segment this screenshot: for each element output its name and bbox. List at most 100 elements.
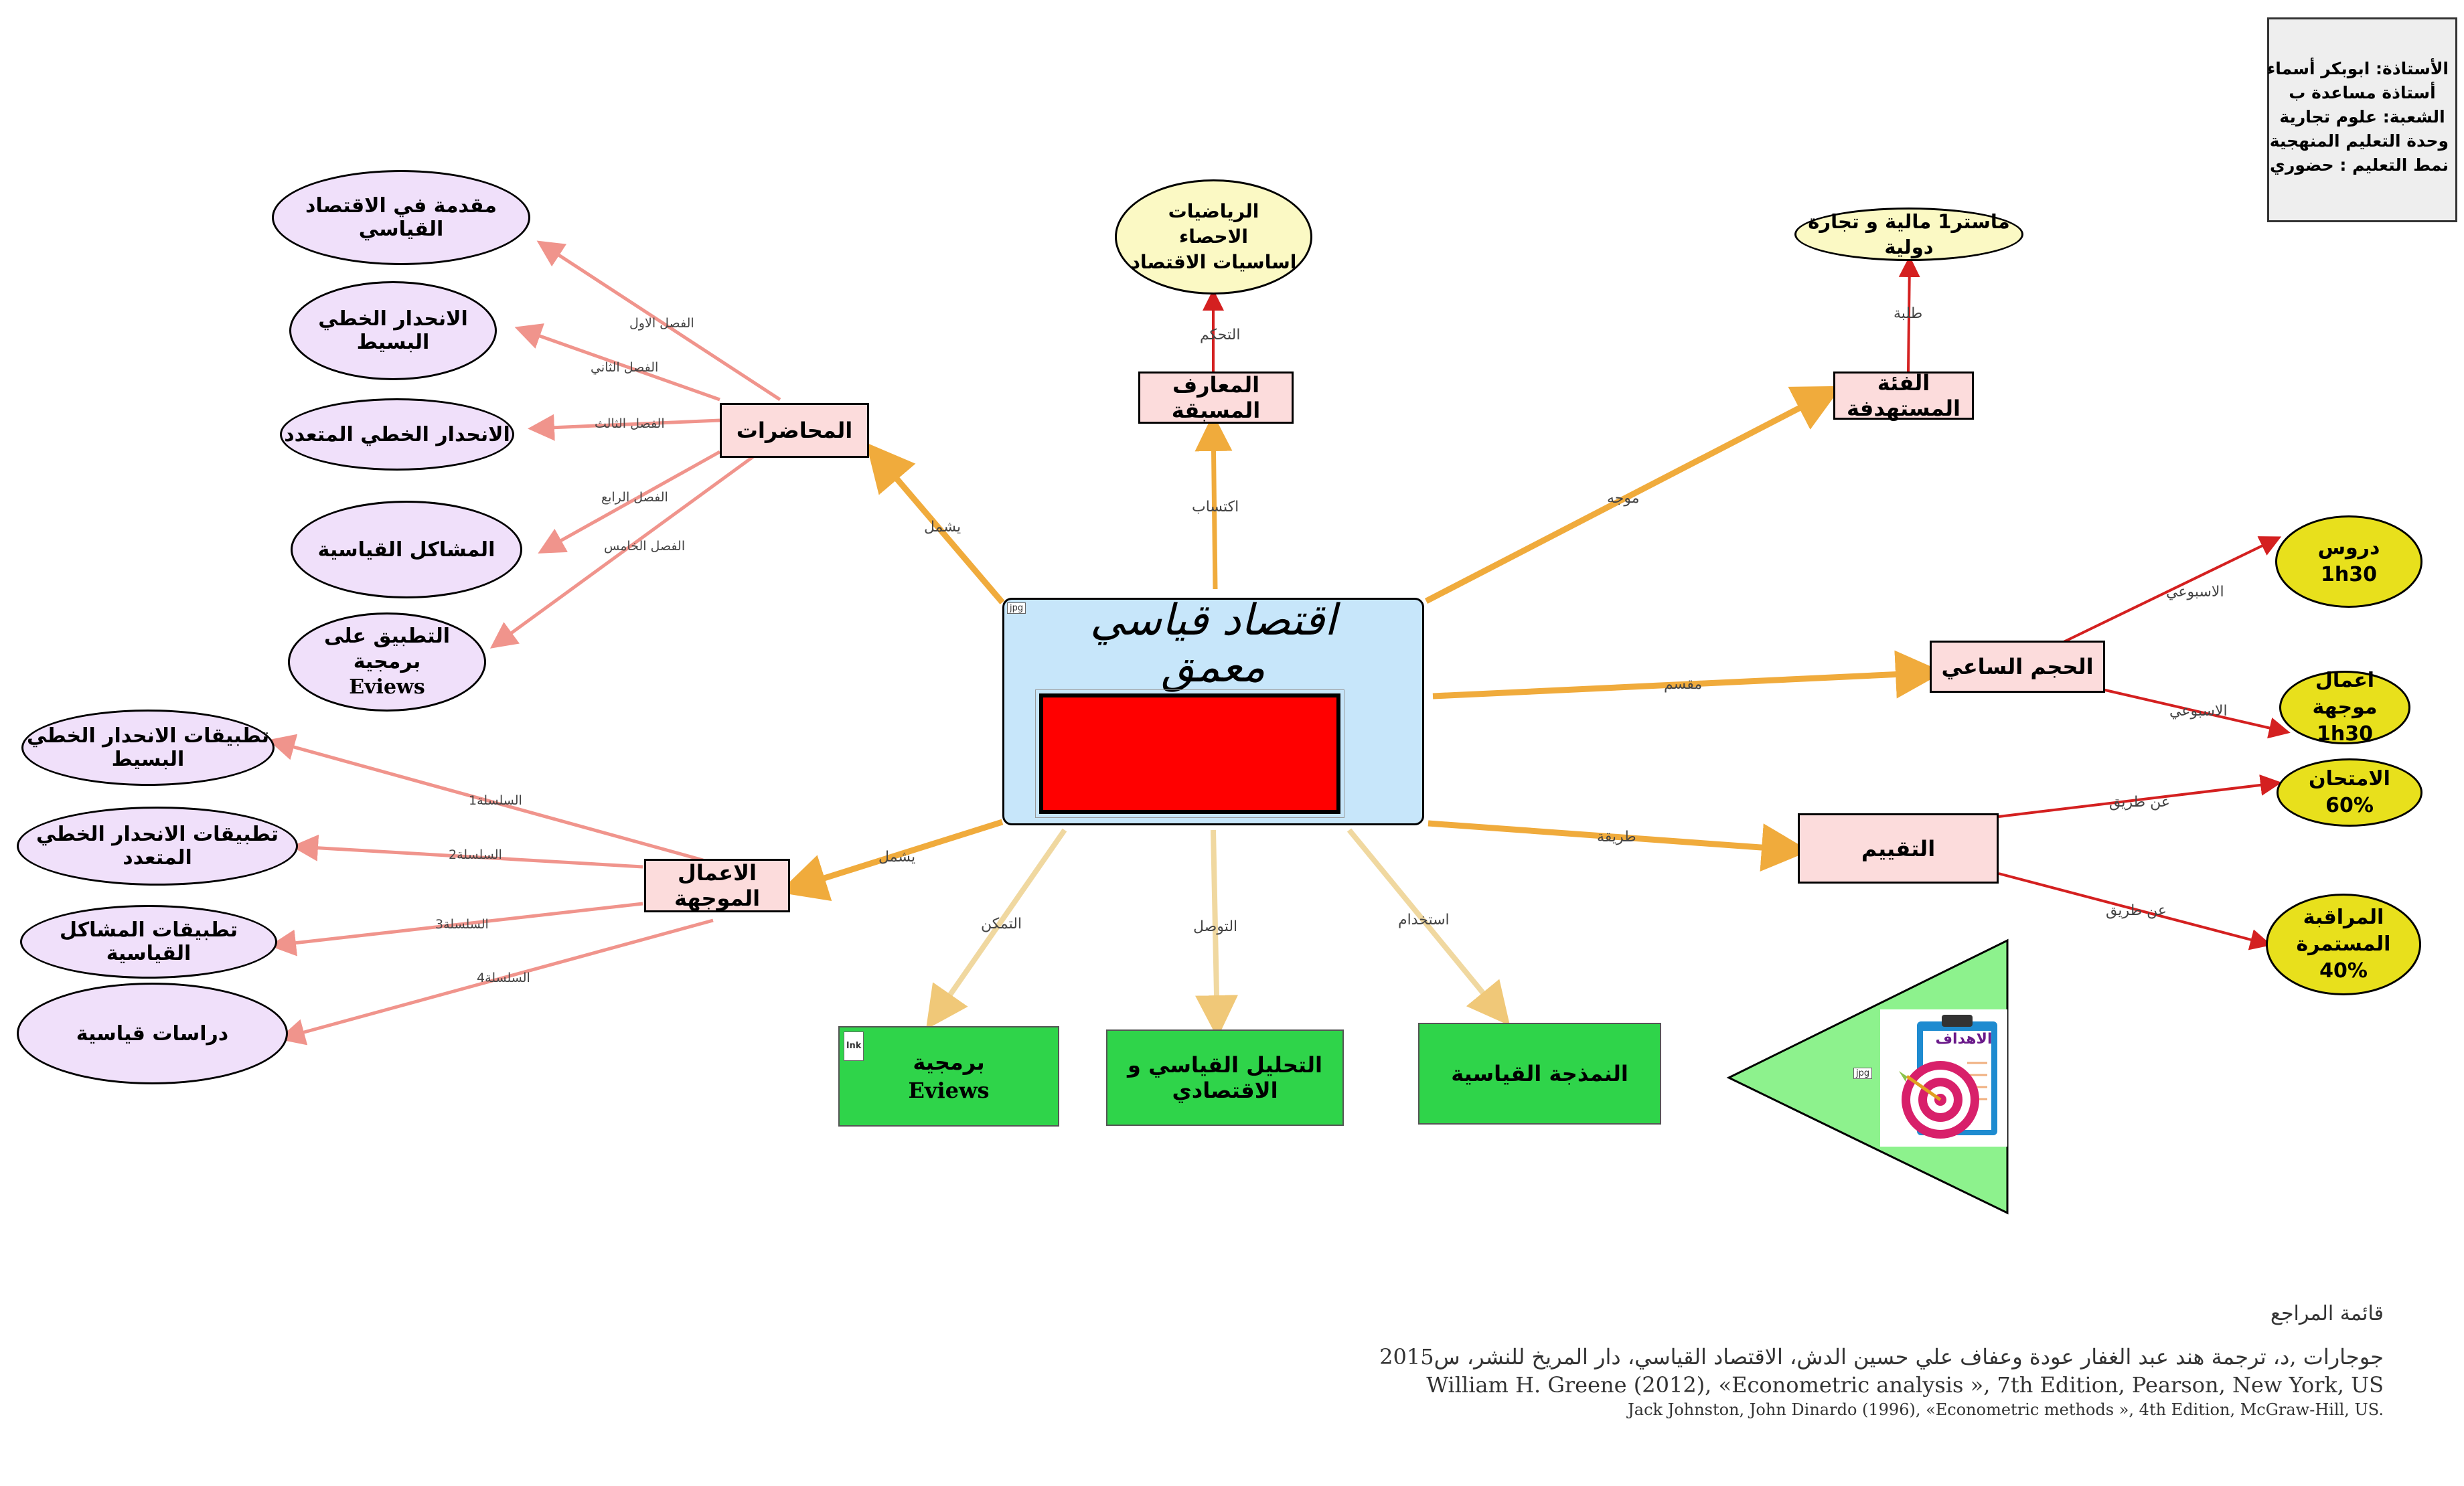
modeling-box[interactable]: النمذجة القياسية bbox=[1418, 1023, 1661, 1125]
label-s2: السلسلة2 bbox=[449, 847, 502, 862]
target-item-ellipse[interactable]: ماستر1 مالية و تجارة دولية bbox=[1794, 208, 2023, 261]
info-mode: نمط التعليم : حضوري bbox=[2270, 155, 2449, 175]
edge-eval-exam bbox=[1998, 774, 2282, 818]
edge-ch5 bbox=[489, 453, 757, 649]
target-clipboard-icon bbox=[1899, 1015, 1997, 1139]
label-reach: التوصل bbox=[1193, 918, 1238, 935]
edge-center-analysis bbox=[1195, 829, 1239, 1038]
central-title-line1: اقتصاد قياسي bbox=[1090, 596, 1336, 645]
tutorial-s1-ellipse[interactable]: تطبيقات الانحدار الخطي البسيط bbox=[21, 710, 275, 786]
label-ch2: الفصل الثاني bbox=[591, 360, 659, 375]
center-image-frame bbox=[1035, 689, 1344, 818]
label-s4: السلسلة4 bbox=[477, 971, 530, 985]
lecture-ch5-ellipse[interactable]: التطبيق على برمجية Eviews bbox=[288, 612, 486, 712]
label-divided: مقسم bbox=[1664, 676, 1703, 693]
objectives-image[interactable]: الاهداف bbox=[1880, 1009, 2007, 1147]
target-group-node[interactable]: الفئة المستهدفة bbox=[1833, 370, 1974, 421]
label-mastery: التمكن bbox=[981, 916, 1022, 932]
edge-center-eviews bbox=[925, 828, 1067, 1030]
edge-ch2 bbox=[514, 323, 720, 402]
prior-knowledge-node[interactable]: المعارف المسبقة bbox=[1138, 372, 1294, 424]
info-rank: أستاذة مساعدة ب bbox=[2289, 83, 2436, 102]
label-ch5: الفصل الخامس bbox=[604, 539, 686, 554]
edge-center-prior bbox=[1195, 414, 1233, 590]
edge-ch3 bbox=[528, 414, 720, 441]
label-ch3: الفصل الثالث bbox=[595, 416, 665, 431]
hours-lessons-label: دروس bbox=[2317, 536, 2380, 560]
lecture-ch5-line2: Eviews bbox=[349, 675, 425, 699]
tutorial-s3-ellipse[interactable]: تطبيقات المشاكل القياسية bbox=[20, 905, 277, 979]
info-unit: وحدة التعليم المنهجية bbox=[2269, 131, 2449, 151]
eval-exam-ellipse[interactable]: الامتحان 60% bbox=[2277, 758, 2422, 827]
tutorial-s2-ellipse[interactable]: تطبيقات الانحدار الخطي المتعدد bbox=[17, 807, 298, 886]
eviews-box-line2: Eviews bbox=[908, 1078, 990, 1103]
label-ch1: الفصل الاول bbox=[629, 316, 694, 331]
edge-center-hours bbox=[1432, 650, 1944, 699]
eval-continuous-label: المراقبة المستمرة bbox=[2296, 906, 2391, 956]
edge-hours-tutorials bbox=[2102, 688, 2291, 739]
objectives-label: الاهداف bbox=[1935, 1031, 1993, 1048]
central-topic-node[interactable]: jpg اقتصاد قياسي معمق bbox=[1002, 596, 1424, 825]
hours-tutorials-value: 1h30 bbox=[2317, 722, 2373, 746]
eviews-box[interactable]: lnk برمجية Eviews bbox=[838, 1026, 1059, 1127]
eval-exam-label: الامتحان bbox=[2309, 767, 2390, 791]
reference-1: جوجارات ,د، ترجمة هند عبد الغفار عودة وع… bbox=[1379, 1344, 2384, 1370]
label-use: استخدام bbox=[1398, 912, 1450, 928]
prior-items-ellipse[interactable]: الرياضيات الاحصاء اساسيات الاقتصاد bbox=[1115, 179, 1312, 295]
references-title: قائمة المراجع bbox=[2270, 1302, 2384, 1325]
label-via-exam: عن طريق bbox=[2109, 794, 2170, 811]
edge-center-lectures bbox=[866, 442, 1005, 604]
label-includes-lectures: يشمل bbox=[924, 519, 961, 535]
lectures-node[interactable]: المحاضرات bbox=[720, 403, 869, 458]
central-title-line2: معمق bbox=[1161, 643, 1265, 692]
edge-eval-cont bbox=[1998, 872, 2272, 951]
hours-tutorials-ellipse[interactable]: اعمال موجهة 1h30 bbox=[2279, 669, 2410, 746]
edge-s3 bbox=[269, 902, 643, 957]
label-s1: السلسلة1 bbox=[469, 793, 522, 808]
edge-ch1 bbox=[536, 240, 781, 402]
edge-center-modeling bbox=[1346, 828, 1511, 1026]
label-control: التحكم bbox=[1200, 327, 1241, 343]
info-teacher: الأستاذة: ابوبكر أسماء bbox=[2266, 59, 2449, 78]
label-weekly-tutorials: الاسبوعي bbox=[2169, 703, 2228, 720]
eval-continuous-ellipse[interactable]: المراقبة المستمرة 40% bbox=[2266, 894, 2421, 995]
references-section: قائمة المراجع جوجارات ,د، ترجمة هند عبد … bbox=[1379, 1302, 2384, 1420]
prior-item-math: الرياضيات bbox=[1168, 200, 1259, 222]
hours-tutorials-label: اعمال موجهة bbox=[2312, 669, 2378, 719]
eval-continuous-value: 40% bbox=[2319, 959, 2368, 983]
edge-center-tutorials bbox=[778, 819, 1004, 902]
label-ch4: الفصل الرابع bbox=[601, 490, 668, 505]
edge-ch4 bbox=[538, 450, 721, 554]
teacher-info-box: الأستاذة: ابوبكر أسماء أستاذة مساعدة ب ا… bbox=[2266, 17, 2457, 222]
reference-3: Jack Johnston, John Dinardo (1996), «Eco… bbox=[1628, 1400, 2384, 1419]
label-s3: السلسلة3 bbox=[435, 917, 489, 932]
center-jpg-tag: jpg bbox=[1007, 602, 1026, 614]
hours-lessons-ellipse[interactable]: دروس 1h30 bbox=[2275, 515, 2422, 608]
evaluation-node[interactable]: التقييم bbox=[1798, 813, 1999, 884]
reference-2: William H. Greene (2012), «Econometric a… bbox=[1426, 1372, 2384, 1398]
info-branch: الشعبة: علوم تجارية bbox=[2279, 107, 2445, 127]
label-method: طريقة bbox=[1597, 829, 1636, 845]
hours-node[interactable]: الحجم الساعي bbox=[1930, 641, 2105, 693]
lecture-ch1-ellipse[interactable]: مقدمة في الاقتصاد القياسي bbox=[272, 170, 530, 265]
hours-lessons-value: 1h30 bbox=[2321, 563, 2377, 586]
eval-exam-value: 60% bbox=[2325, 794, 2374, 817]
prior-item-econ: اساسيات الاقتصاد bbox=[1130, 251, 1297, 273]
lecture-ch2-ellipse[interactable]: الانحدار الخطي البسيط bbox=[289, 281, 497, 380]
lecture-ch4-ellipse[interactable]: المشاكل القياسية bbox=[291, 501, 522, 598]
edge-center-eval bbox=[1428, 820, 1810, 872]
tutorial-s4-ellipse[interactable]: دراسات قياسية bbox=[17, 983, 288, 1084]
center-red-image bbox=[1039, 693, 1340, 814]
analysis-box[interactable]: التحليل القياسي و الاقتصادي bbox=[1106, 1029, 1344, 1126]
lecture-ch5-line1: التطبيق على برمجية bbox=[323, 625, 451, 673]
tutorials-node[interactable]: الاعمال الموجهة bbox=[644, 859, 790, 912]
edge-center-target bbox=[1424, 386, 1842, 604]
objectives-jpg-tag: jpg bbox=[1853, 1068, 1873, 1079]
prior-item-stats: الاحصاء bbox=[1178, 226, 1249, 248]
edge-s2 bbox=[291, 834, 643, 869]
lecture-ch3-ellipse[interactable]: الانحدار الخطي المتعدد bbox=[280, 398, 514, 471]
edge-s4 bbox=[278, 918, 714, 1046]
edge-s1 bbox=[268, 734, 704, 862]
edge-target-item bbox=[1898, 256, 1920, 372]
label-weekly-lessons: الاسبوعي bbox=[2166, 584, 2224, 600]
